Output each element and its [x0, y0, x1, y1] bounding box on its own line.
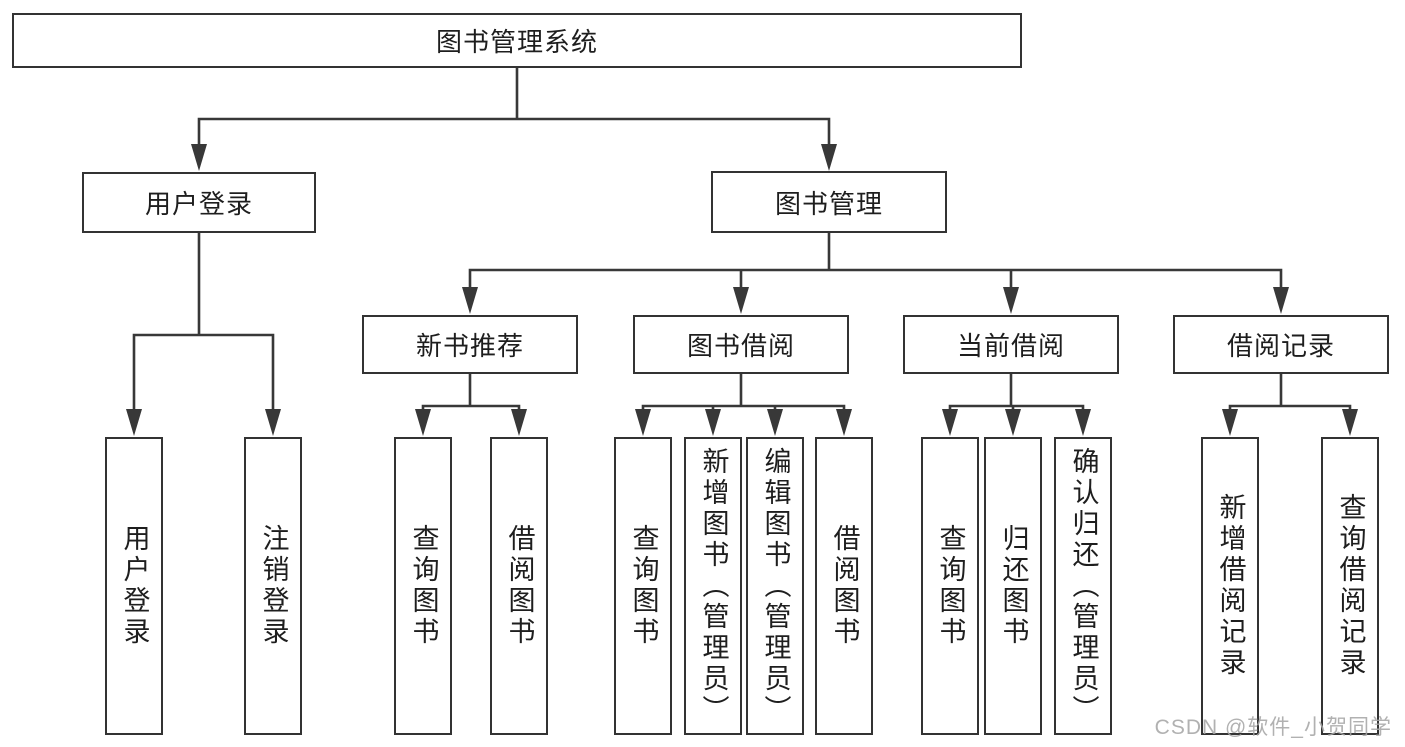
node-label: 当前借阅	[956, 331, 1065, 361]
leaf-label: 借阅图书	[504, 524, 535, 648]
leaf-add-book-admin: 新增图书（管理员）	[684, 437, 742, 735]
leaf-label: 确认归还（管理员）	[1068, 446, 1099, 726]
node-borrowing-records: 借阅记录	[1173, 315, 1389, 374]
node-book-borrowing: 图书借阅	[633, 315, 849, 374]
node-library-management-system: 图书管理系统	[12, 13, 1022, 68]
node-book-management: 图书管理	[711, 171, 947, 233]
leaf-label: 查询借阅记录	[1335, 493, 1366, 679]
leaf-query-books-borrow: 查询图书	[614, 437, 672, 735]
node-label: 新书推荐	[415, 331, 524, 361]
leaf-edit-book-admin: 编辑图书（管理员）	[746, 437, 804, 735]
leaf-label: 新增借阅记录	[1215, 493, 1246, 679]
leaf-label: 查询图书	[628, 524, 659, 648]
node-label: 借阅记录	[1226, 331, 1335, 361]
node-label: 图书借阅	[686, 331, 795, 361]
watermark-text: CSDN @软件_小贺同学	[1154, 716, 1392, 739]
leaf-label: 借阅图书	[829, 524, 860, 648]
leaf-query-borrow-record: 查询借阅记录	[1321, 437, 1379, 735]
leaf-user-login: 用户登录	[105, 437, 163, 735]
leaf-borrow-books-recommend: 借阅图书	[490, 437, 548, 735]
leaf-query-books-recommend: 查询图书	[394, 437, 452, 735]
leaf-add-borrow-record: 新增借阅记录	[1201, 437, 1259, 735]
leaf-confirm-return-admin: 确认归还（管理员）	[1054, 437, 1112, 735]
leaf-label: 编辑图书（管理员）	[760, 446, 791, 726]
node-new-book-recommend: 新书推荐	[362, 315, 578, 374]
node-label: 用户登录	[144, 189, 253, 219]
leaf-label: 归还图书	[998, 524, 1029, 648]
node-label: 图书管理	[774, 188, 883, 219]
leaf-label: 用户登录	[119, 524, 150, 648]
node-user-login: 用户登录	[82, 172, 316, 233]
leaf-logout: 注销登录	[244, 437, 302, 735]
arrowheads	[126, 144, 1358, 436]
leaf-label: 查询图书	[935, 524, 966, 648]
leaf-label: 注销登录	[258, 524, 289, 648]
leaf-query-books-current: 查询图书	[921, 437, 979, 735]
leaf-label: 新增图书（管理员）	[698, 446, 729, 726]
node-label: 图书管理系统	[435, 27, 598, 57]
leaf-borrow-books-borrow: 借阅图书	[815, 437, 873, 735]
leaf-return-book: 归还图书	[984, 437, 1042, 735]
connector-path	[132, 65, 1352, 414]
leaf-label: 查询图书	[408, 524, 439, 648]
node-current-borrowing: 当前借阅	[903, 315, 1119, 374]
